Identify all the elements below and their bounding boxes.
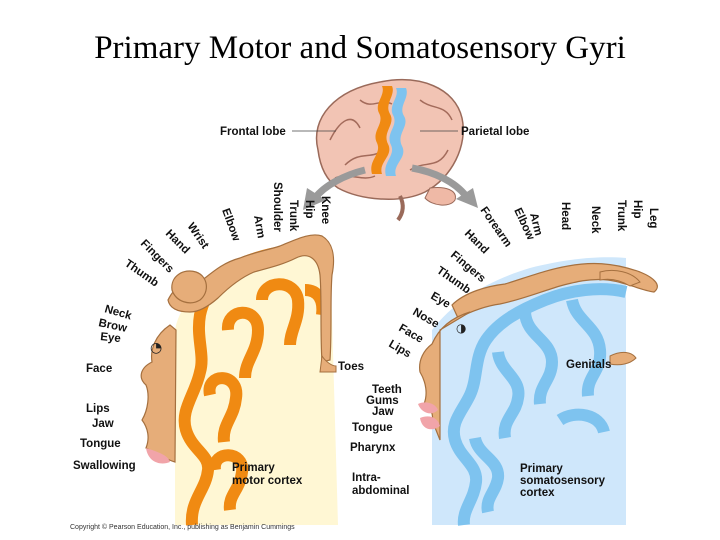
motor-label-tongue: Tongue xyxy=(80,438,121,450)
sensory-label-neck: Neck xyxy=(589,206,601,234)
sensory-eye-icon: ◑ xyxy=(456,321,467,335)
motor-cortex-section: ◔ Knee Hip Trunk Shoulder Arm Elbow Wris… xyxy=(73,182,364,526)
motor-label-eye: Eye xyxy=(100,331,122,345)
motor-label-jaw: Jaw xyxy=(92,418,114,430)
motor-label-hand: Hand xyxy=(163,228,192,257)
motor-label-toes: Toes xyxy=(338,361,364,373)
motor-label-elbow: Elbow xyxy=(219,207,242,243)
sensory-label-trunk: Trunk xyxy=(615,200,627,232)
sensory-label-leg: Leg xyxy=(647,208,659,228)
sensory-label-intra: Intra- xyxy=(352,472,381,484)
sensory-label-arm: Arm xyxy=(527,212,544,237)
sensory-caption-line2: somatosensory xyxy=(520,475,606,487)
right-arrow xyxy=(411,164,478,208)
motor-label-trunk: Trunk xyxy=(287,200,299,232)
sensory-label-eye: Eye xyxy=(429,290,453,311)
motor-caption-line2: motor cortex xyxy=(232,475,303,487)
sensory-label-abdominal: abdominal xyxy=(352,485,410,497)
brain-sensory-strip xyxy=(385,88,407,176)
motor-label-arm: Arm xyxy=(251,214,267,239)
copyright-notice: Copyright © Pearson Education, Inc., pub… xyxy=(70,524,295,531)
brain-illustration xyxy=(315,79,464,222)
sensory-caption-line1: Primary xyxy=(520,463,563,475)
sensory-caption-line3: cortex xyxy=(520,487,555,499)
sensory-label-gums: Gums xyxy=(366,395,399,407)
motor-label-shoulder: Shoulder xyxy=(271,182,283,232)
motor-label-brow: Brow xyxy=(97,317,128,335)
sensory-cortex-section: ◑ Leg Hip Trunk Neck Head Arm Elbow Fore… xyxy=(350,200,659,526)
sensory-label-hand: Hand xyxy=(462,228,491,257)
motor-label-lips: Lips xyxy=(86,403,110,415)
parietal-lobe-label: Parietal lobe xyxy=(461,126,529,138)
sensory-label-lips: Lips xyxy=(387,338,413,360)
sensory-label-tongue: Tongue xyxy=(352,422,393,434)
motor-label-knee: Knee xyxy=(319,196,331,224)
sensory-label-jaw: Jaw xyxy=(372,406,394,418)
motor-label-swallowing: Swallowing xyxy=(73,460,136,472)
page-title: Primary Motor and Somatosensory Gyri xyxy=(94,30,626,66)
sensory-label-teeth: Teeth xyxy=(372,384,402,396)
brain-motor-strip xyxy=(371,86,393,174)
left-arrow xyxy=(303,166,366,210)
motor-label-hip: Hip xyxy=(303,200,315,219)
sensory-label-head: Head xyxy=(559,202,571,230)
frontal-lobe-label: Frontal lobe xyxy=(220,126,286,138)
motor-caption-line1: Primary xyxy=(232,462,275,474)
sensory-label-nose: Nose xyxy=(411,306,441,330)
sensory-label-pharynx: Pharynx xyxy=(350,442,396,454)
sensory-label-genitals: Genitals xyxy=(566,359,611,371)
motor-label-face: Face xyxy=(86,363,112,375)
sensory-cortex-gyrus xyxy=(447,283,628,526)
sensory-label-hip: Hip xyxy=(631,200,643,219)
motor-eye-icon: ◔ xyxy=(150,340,162,356)
